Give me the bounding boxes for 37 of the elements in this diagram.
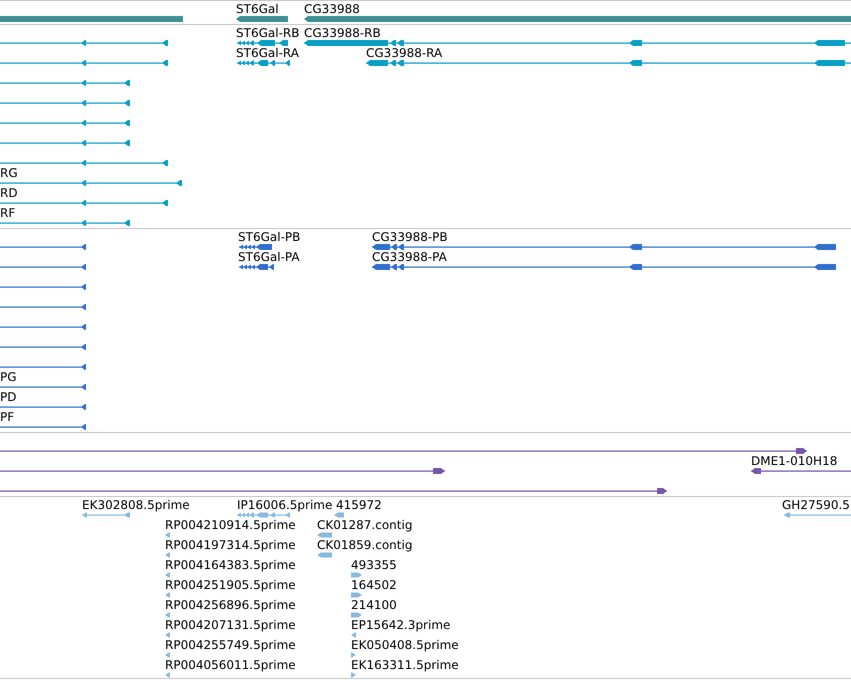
est-label: 214100 [351,598,397,612]
est-label: RP004056011.5prime [165,658,296,672]
est-label: RP004164383.5prime [165,558,296,572]
protein-label: CG33988-PA [372,250,447,264]
transcript-label: CG33988-RA [366,46,442,60]
est-label: 493355 [351,558,397,572]
est-label: RP004207131.5prime [165,618,296,632]
est-label: EK302808.5prime [82,498,190,512]
est-label: RP004256896.5prime [165,598,296,612]
est-label: CK01287.contig [317,518,412,532]
transcript-label: ST6Gal-RA [236,46,299,60]
est-label: EK163311.5prime [351,658,459,672]
est-label: RP004210914.5prime [165,518,296,532]
transcript-label: RD [0,186,18,200]
est-label: EK050408.5prime [351,638,459,652]
protein-label: ST6Gal-PA [238,250,300,264]
protein-label: CG33988-PB [372,230,448,244]
protein-label: PF [0,410,14,424]
transcript-label: RF [0,206,16,220]
transcript-label: ST6Gal-RB [236,26,300,40]
est-label: RP004197314.5prime [165,538,296,552]
est-label: 415972 [336,498,382,512]
est-label: CK01859.contig [317,538,412,552]
est-label: RP004251905.5prime [165,578,296,592]
transcript-label: RG [0,166,18,180]
transcript-label: CG33988-RB [304,26,381,40]
est-label: GH27590.5 [782,498,850,512]
est-label: EP15642.3prime [351,618,450,632]
gene-label: ST6Gal [236,2,279,16]
est-label: 164502 [351,578,397,592]
est-label: RP004255749.5prime [165,638,296,652]
protein-label: PD [0,390,16,404]
est-label: IP16006.5prime [237,498,332,512]
gene-label: CG33988 [304,2,360,16]
protein-label: PG [0,370,17,384]
clone-label: DME1-010H18 [751,454,838,468]
protein-label: ST6Gal-PB [238,230,300,244]
